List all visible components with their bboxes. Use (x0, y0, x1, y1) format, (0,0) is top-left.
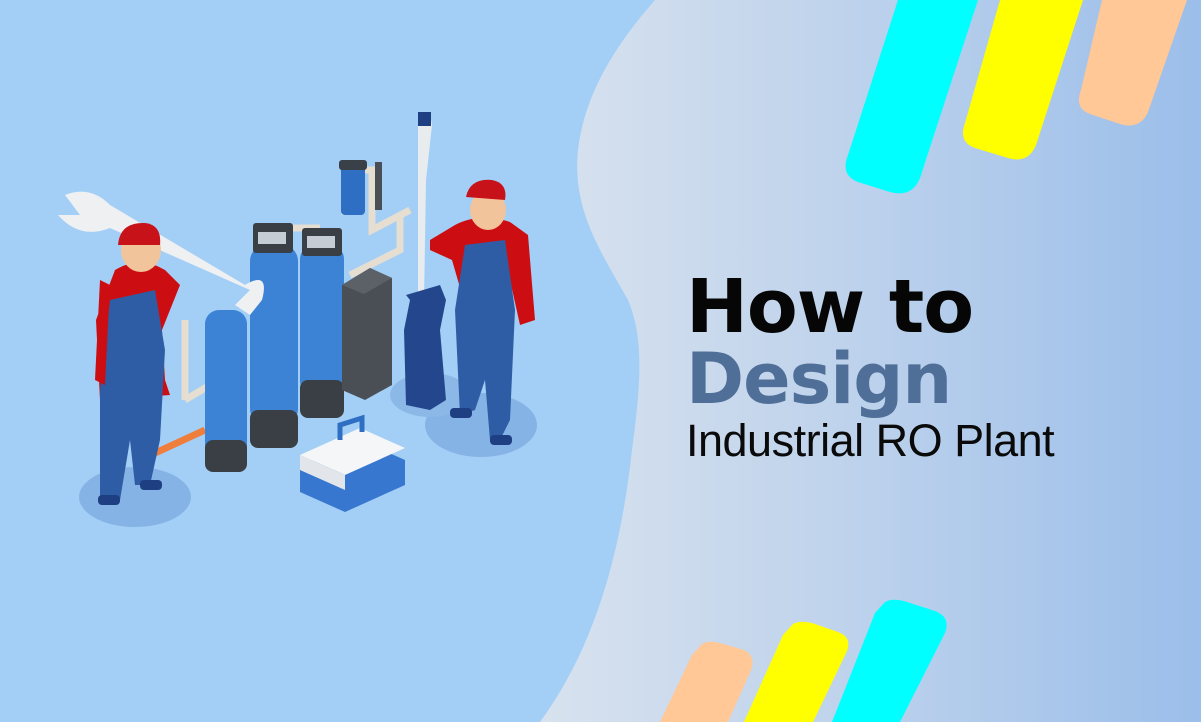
worker-right (430, 179, 535, 445)
top-decorative-stripes (845, 0, 1187, 194)
ro-plant-illustration (58, 112, 537, 527)
bottom-decorative-stripes (660, 599, 947, 722)
tank-3 (300, 228, 344, 418)
banner-title: How to Design Industrial RO Plant (686, 264, 1055, 466)
right-panel (540, 0, 1201, 722)
worker-left (95, 222, 180, 505)
brine-tank (342, 268, 392, 400)
tank-2 (250, 223, 298, 448)
screwdriver (404, 112, 446, 410)
title-line-design: Design (686, 338, 952, 420)
toolbox (300, 414, 405, 512)
title-line-subject: Industrial RO Plant (686, 415, 1055, 466)
wrench (58, 191, 264, 315)
title-line-how-to: How to (686, 264, 974, 350)
tank-1 (205, 310, 247, 472)
